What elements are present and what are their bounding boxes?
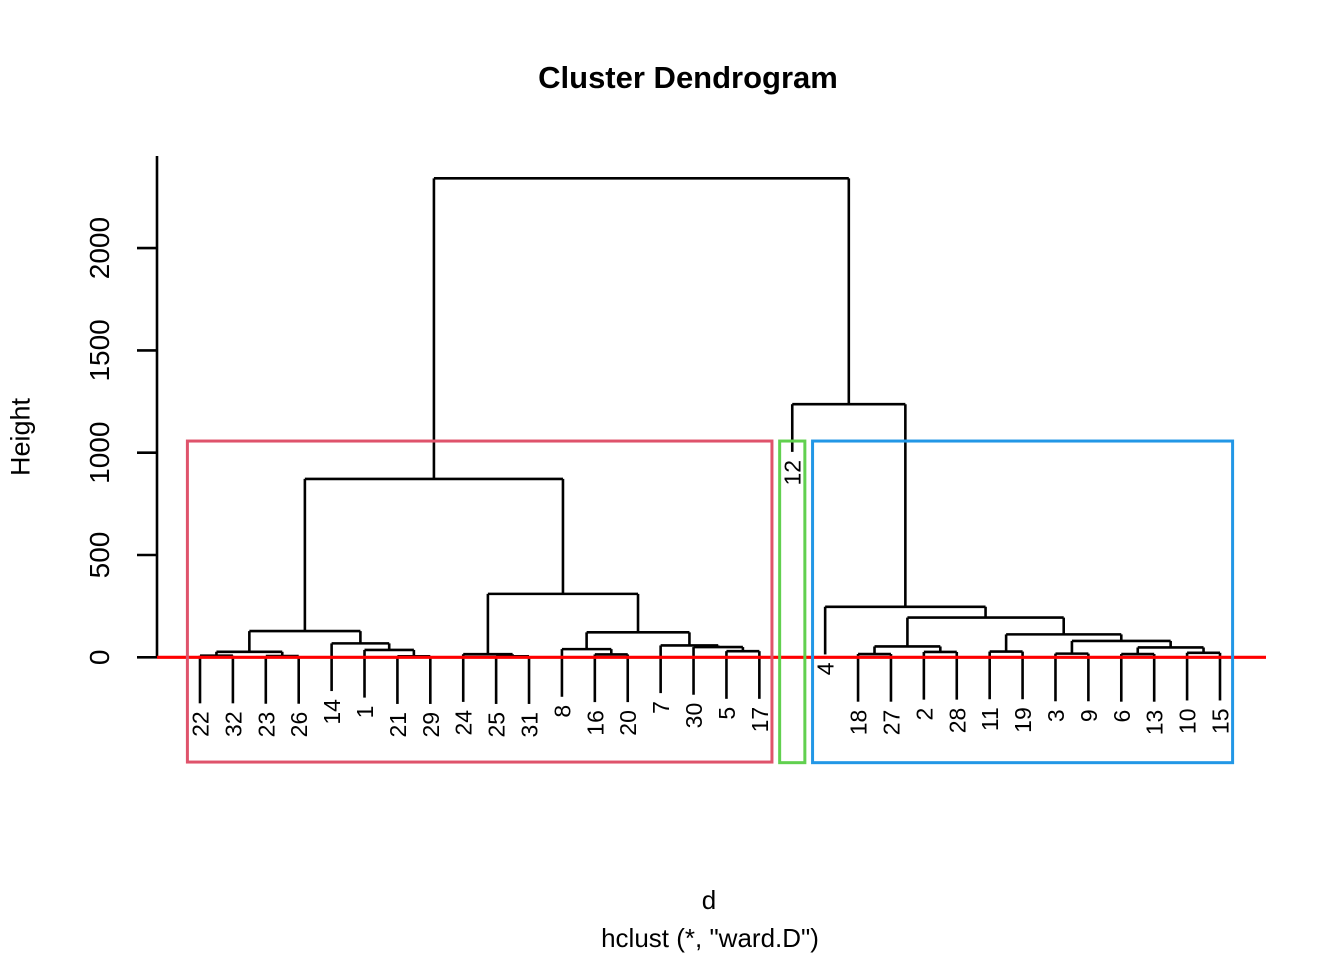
leaf-label: 27	[878, 710, 904, 736]
leaf-label: 16	[582, 710, 608, 736]
leaf-label: 21	[385, 712, 411, 738]
y-tick-label: 1500	[84, 319, 115, 381]
leaf-label: 2	[911, 708, 937, 721]
y-tick-label: 2000	[84, 217, 115, 279]
leaf-label: 22	[188, 711, 214, 737]
leaf-label: 18	[846, 710, 872, 736]
leaf-label: 11	[977, 707, 1003, 731]
leaf-label: 29	[418, 712, 444, 738]
leaf-label: 31	[517, 712, 543, 738]
cluster-box	[811, 439, 1235, 765]
cluster-box	[778, 439, 807, 765]
cluster-box	[185, 439, 774, 764]
y-tick-label: 0	[84, 650, 115, 666]
y-tick-label: 500	[84, 532, 115, 579]
leaf-label: 24	[451, 710, 477, 736]
leaf-label: 5	[714, 707, 740, 720]
x-axis-subtitle: hclust (*, "ward.D")	[601, 923, 819, 953]
leaf-label: 7	[648, 701, 674, 714]
leaf-label: 8	[549, 705, 575, 718]
leaf-label: 26	[286, 712, 312, 738]
x-axis-title: d	[701, 885, 717, 915]
leaf-label: 9	[1076, 709, 1102, 722]
leaf-label: 14	[319, 699, 345, 725]
leaf-label: 23	[253, 712, 279, 738]
leaf-label: 13	[1142, 710, 1168, 736]
leaf-label: 32	[220, 711, 246, 737]
leaf-label: 10	[1175, 708, 1201, 734]
leaf-label: 20	[615, 710, 641, 736]
leaf-label: 4	[813, 662, 839, 675]
leaf-label: 30	[681, 703, 707, 729]
leaf-label: 15	[1207, 708, 1233, 734]
leaf-label: 6	[1109, 710, 1135, 723]
y-tick-label: 1000	[84, 422, 115, 484]
leaf-label: 3	[1043, 709, 1069, 722]
leaf-label: 1	[352, 706, 378, 719]
leaf-label: 17	[747, 707, 773, 733]
leaf-label: 25	[484, 712, 510, 738]
leaf-label: 19	[1010, 707, 1036, 733]
leaf-label: 12	[780, 460, 806, 486]
leaf-label: 28	[944, 708, 970, 734]
chart-title: Cluster Dendrogram	[538, 60, 838, 95]
